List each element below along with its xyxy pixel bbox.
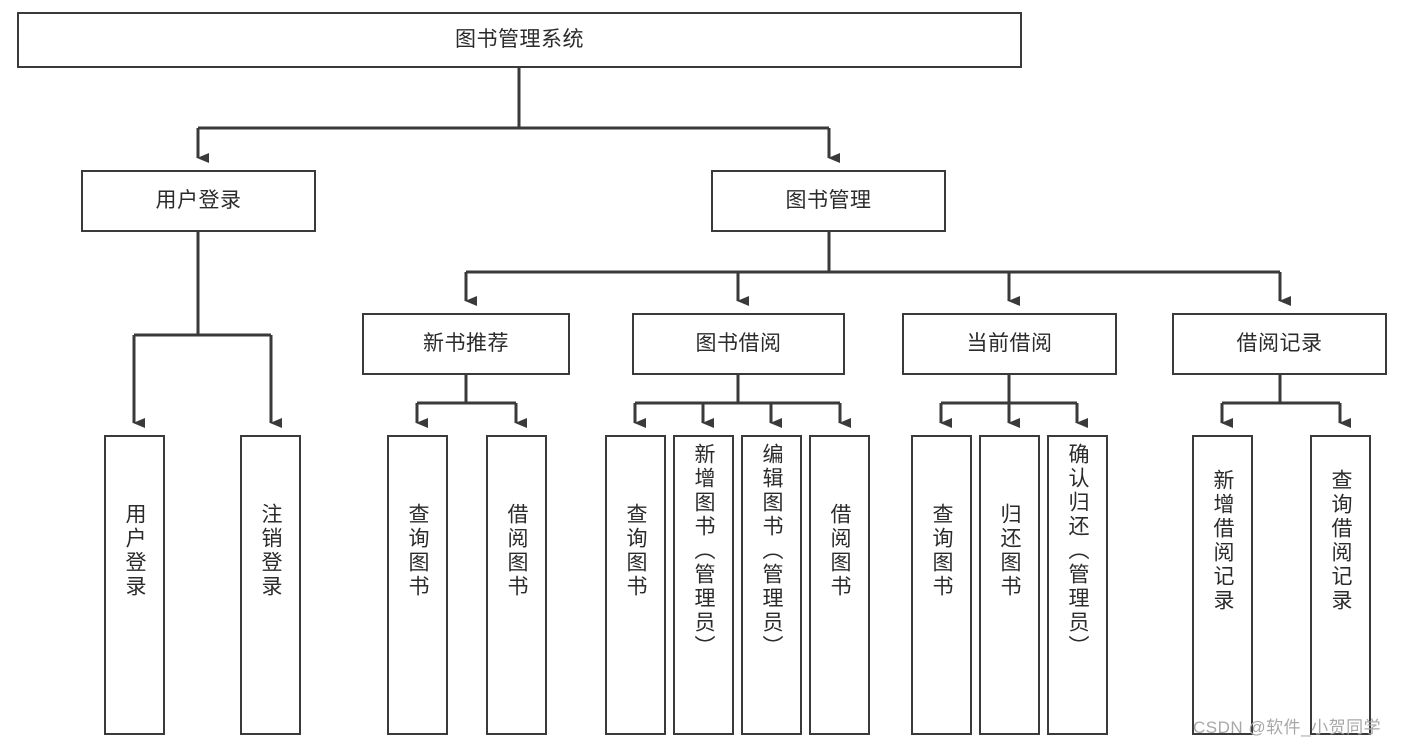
node-leaf-logout-login-label: 注销登录 <box>259 503 282 599</box>
node-borrow-record[interactable]: 借阅记录 <box>1172 313 1387 375</box>
node-leaf-query-book-2-label: 查询图书 <box>624 503 647 599</box>
node-leaf-query-book-2[interactable]: 查询图书 <box>605 435 666 735</box>
node-leaf-user-login-label: 用户登录 <box>123 503 146 599</box>
node-leaf-edit-book-label: 编辑图书（管理员） <box>760 443 783 659</box>
node-new-book-recommend[interactable]: 新书推荐 <box>362 313 570 375</box>
node-book-management-label: 图书管理 <box>785 189 872 213</box>
node-leaf-query-book-3-label: 查询图书 <box>930 503 953 599</box>
node-book-management[interactable]: 图书管理 <box>711 170 946 232</box>
node-root-label: 图书管理系统 <box>455 28 584 52</box>
node-borrow-record-label: 借阅记录 <box>1236 332 1323 356</box>
node-root[interactable]: 图书管理系统 <box>17 12 1022 68</box>
node-current-borrow[interactable]: 当前借阅 <box>902 313 1117 375</box>
node-book-borrow[interactable]: 图书借阅 <box>632 313 845 375</box>
node-leaf-return-book-label: 归还图书 <box>998 503 1021 599</box>
node-leaf-add-record-label: 新增借阅记录 <box>1211 469 1234 613</box>
node-leaf-query-book-1-label: 查询图书 <box>406 503 429 599</box>
node-leaf-borrow-book-1[interactable]: 借阅图书 <box>486 435 547 735</box>
node-leaf-query-record[interactable]: 查询借阅记录 <box>1310 435 1371 735</box>
node-leaf-query-book-3[interactable]: 查询图书 <box>911 435 972 735</box>
node-leaf-logout-login[interactable]: 注销登录 <box>240 435 301 735</box>
node-leaf-add-book[interactable]: 新增图书（管理员） <box>673 435 734 735</box>
node-leaf-borrow-book-2[interactable]: 借阅图书 <box>809 435 870 735</box>
node-leaf-add-book-label: 新增图书（管理员） <box>692 443 715 659</box>
node-leaf-edit-book[interactable]: 编辑图书（管理员） <box>741 435 802 735</box>
node-leaf-query-book-1[interactable]: 查询图书 <box>387 435 448 735</box>
node-leaf-confirm-return-label: 确认归还（管理员） <box>1066 443 1089 659</box>
node-leaf-borrow-book-2-label: 借阅图书 <box>828 503 851 599</box>
node-leaf-add-record[interactable]: 新增借阅记录 <box>1192 435 1253 735</box>
node-leaf-return-book[interactable]: 归还图书 <box>979 435 1040 735</box>
watermark-text: CSDN @软件_小贺同学 <box>1193 718 1382 737</box>
node-user-login[interactable]: 用户登录 <box>81 170 316 232</box>
node-leaf-confirm-return[interactable]: 确认归还（管理员） <box>1047 435 1108 735</box>
node-current-borrow-label: 当前借阅 <box>966 332 1053 356</box>
node-leaf-user-login[interactable]: 用户登录 <box>104 435 165 735</box>
node-new-book-recommend-label: 新书推荐 <box>423 332 509 356</box>
node-user-login-label: 用户登录 <box>155 189 242 213</box>
node-leaf-borrow-book-1-label: 借阅图书 <box>505 503 528 599</box>
node-leaf-query-record-label: 查询借阅记录 <box>1329 469 1352 613</box>
node-book-borrow-label: 图书借阅 <box>695 332 782 356</box>
